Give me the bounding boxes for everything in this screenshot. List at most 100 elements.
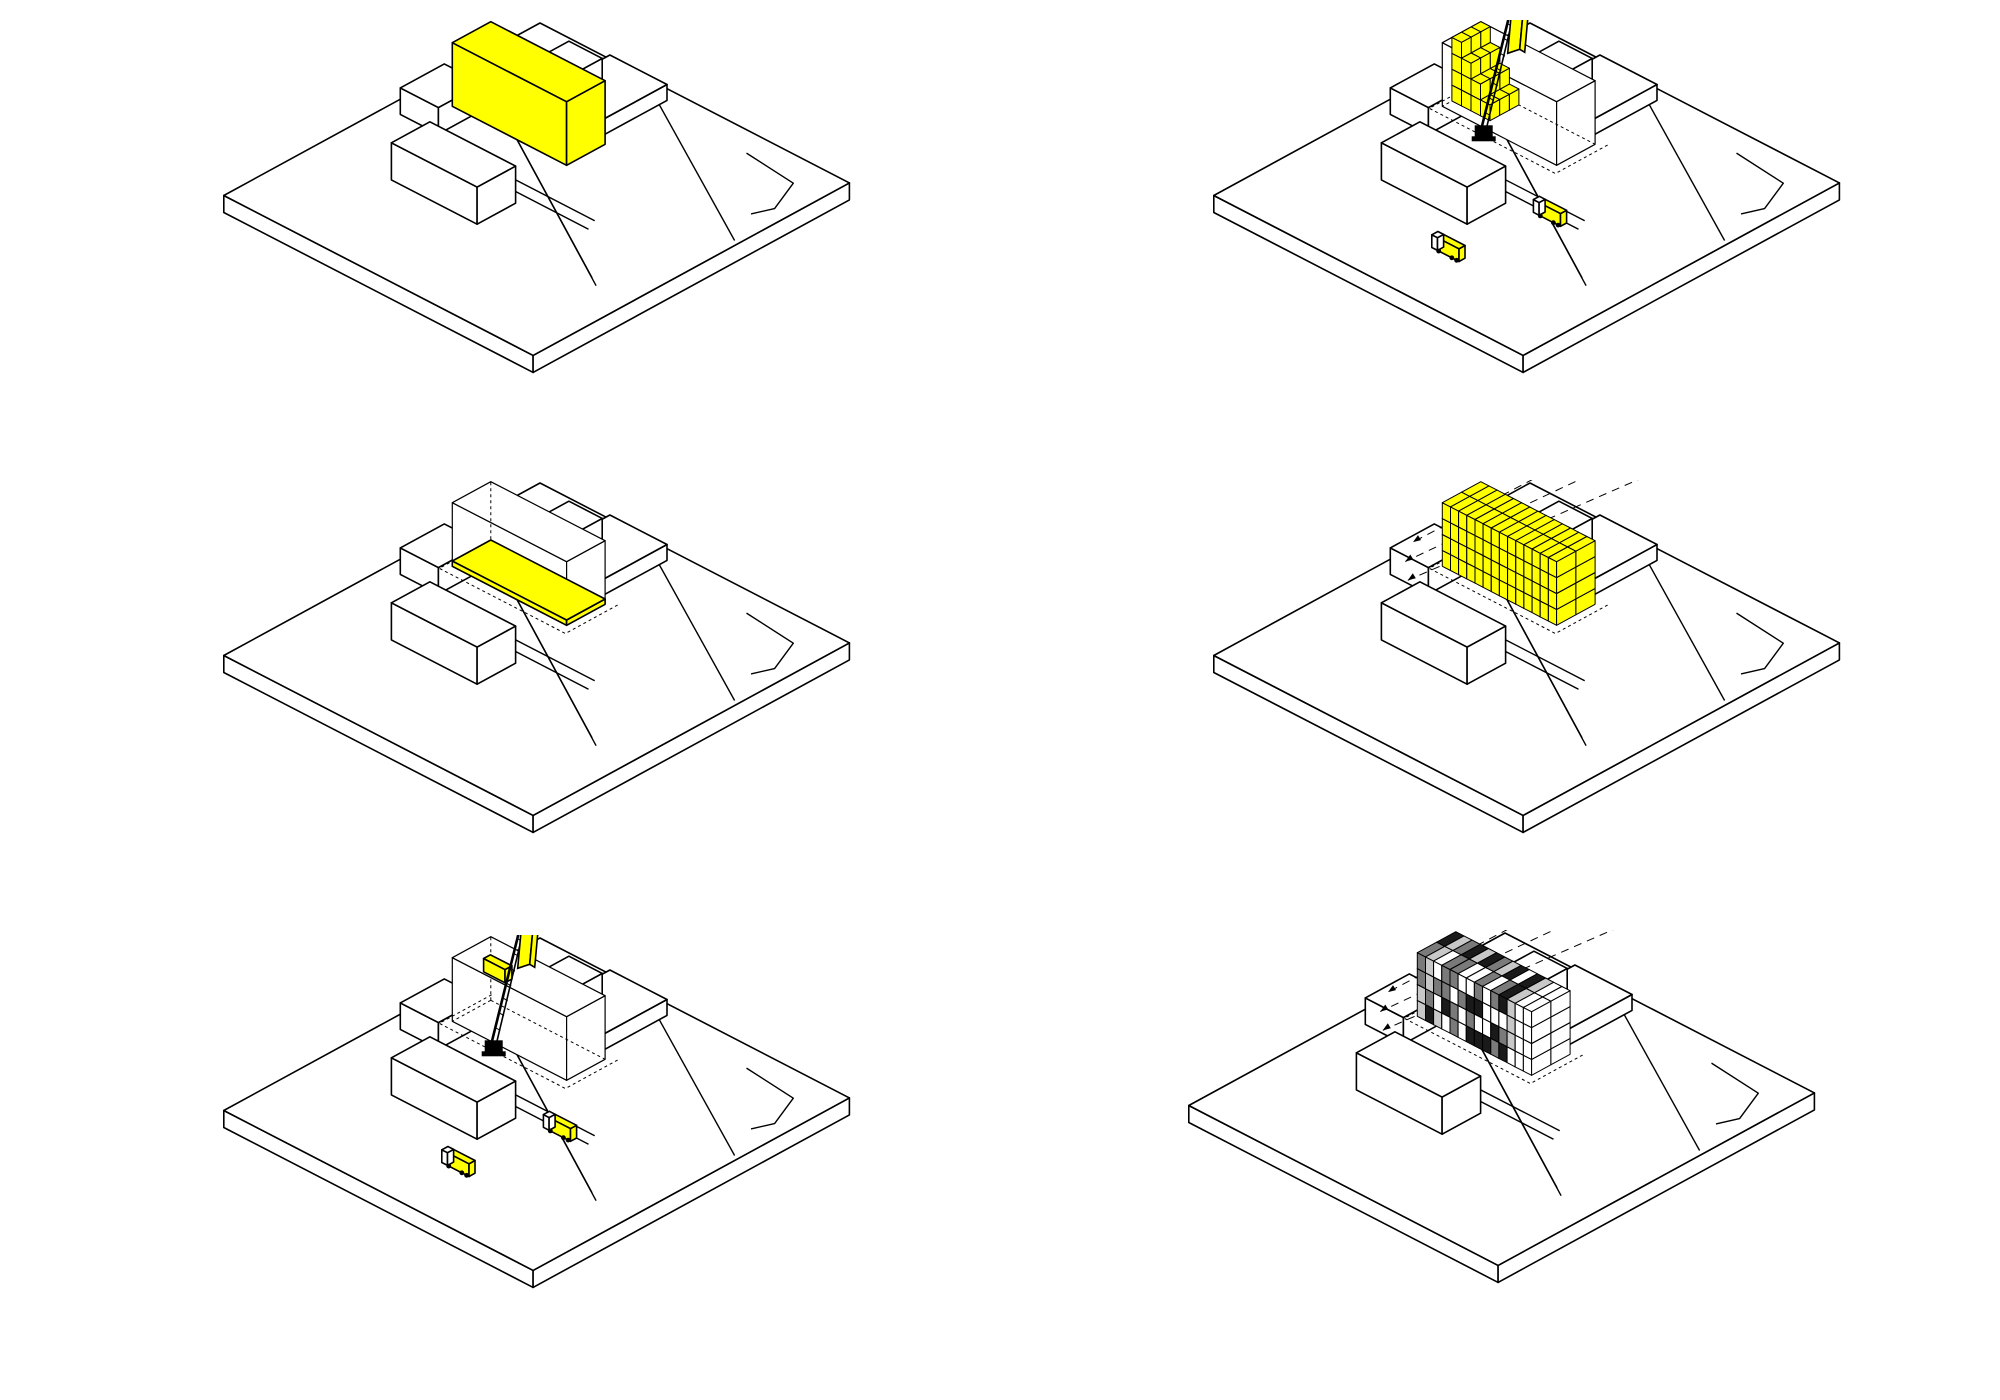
road-edge bbox=[652, 552, 736, 701]
truck-lower-cab bbox=[440, 1145, 455, 1167]
long-front-building-top-face bbox=[390, 121, 517, 188]
projection-arrowhead bbox=[1413, 535, 1421, 543]
crane-tracks bbox=[481, 1051, 506, 1057]
module-unit-top-face bbox=[1522, 996, 1552, 1013]
crane-boom bbox=[495, 935, 524, 1043]
truck-lower bbox=[440, 1145, 476, 1178]
trucks bbox=[440, 1110, 578, 1178]
crane-lattice bbox=[1496, 67, 1502, 72]
road-edge bbox=[1642, 92, 1726, 241]
crane bbox=[481, 935, 524, 1057]
site-slab bbox=[223, 22, 851, 374]
crane-lattice bbox=[1492, 82, 1498, 87]
isometric-axonometric bbox=[223, 481, 851, 834]
isometric-axonometric bbox=[1188, 930, 1816, 1284]
projection-arrowhead bbox=[1405, 554, 1414, 562]
axonometric-panel-5 bbox=[223, 935, 851, 1289]
truck-upper bbox=[1532, 195, 1568, 228]
truck-upper-wheel bbox=[1537, 213, 1543, 219]
site-plate bbox=[223, 22, 851, 374]
stacked-module-top-face bbox=[1480, 94, 1501, 106]
truck-lower bbox=[1430, 230, 1466, 263]
module-unit bbox=[1522, 996, 1552, 1029]
truck-lower-cab-top-face bbox=[440, 1145, 455, 1154]
ground-slab-highlight-top-face bbox=[451, 539, 606, 621]
isometric-axonometric bbox=[223, 20, 851, 374]
truck-upper-cab-top-face bbox=[542, 1110, 556, 1119]
long-front-building bbox=[390, 581, 517, 685]
truck-lower-cab bbox=[1430, 230, 1445, 252]
site-slab-top-face bbox=[223, 482, 851, 817]
long-front-building-top-face bbox=[390, 1036, 517, 1103]
long-front-building bbox=[390, 121, 517, 225]
crane-boom bbox=[490, 935, 520, 1043]
truck-lower-wheel bbox=[1449, 255, 1455, 261]
site-slab-top-face bbox=[1213, 482, 1841, 817]
trucks bbox=[1430, 195, 1568, 263]
isometric-axonometric bbox=[1213, 480, 1841, 834]
site-slab bbox=[223, 937, 851, 1289]
projection-arrowhead bbox=[1380, 1004, 1389, 1012]
site-slab bbox=[1213, 482, 1841, 834]
crane-lattice bbox=[1485, 112, 1491, 116]
site-plate bbox=[223, 937, 851, 1289]
crane-lattice bbox=[1503, 37, 1509, 42]
hanging-module-side bbox=[1518, 20, 1529, 54]
diagram-panel-5 bbox=[70, 935, 970, 1365]
long-front-building bbox=[1380, 121, 1507, 225]
truck-lower-wheel bbox=[1436, 248, 1442, 254]
site-plate bbox=[1188, 932, 1816, 1284]
road-edge bbox=[652, 92, 736, 241]
axonometric-panel-6 bbox=[1188, 930, 1816, 1284]
site-slab-top-face bbox=[223, 22, 851, 357]
site-slab bbox=[1213, 22, 1841, 374]
truck-upper-wheel bbox=[561, 1135, 566, 1141]
isometric-axonometric bbox=[223, 935, 851, 1289]
site-slab-top-face bbox=[1213, 22, 1841, 357]
ground-slab-highlight bbox=[451, 539, 606, 627]
diagram-panel-2 bbox=[1060, 20, 1960, 450]
road-edge bbox=[1642, 552, 1726, 701]
building-volume-highlight-top-face bbox=[451, 20, 606, 103]
site-slab-top-face bbox=[1188, 932, 1816, 1267]
crane-lattice bbox=[509, 967, 516, 972]
truck-upper bbox=[542, 1110, 578, 1143]
truck-lower-wheel bbox=[464, 1172, 469, 1178]
module-pixel bbox=[1416, 931, 1571, 1076]
stacked-module bbox=[1461, 52, 1482, 80]
truck-lower-cab-top-face bbox=[1430, 230, 1445, 239]
diagram-panel-1 bbox=[70, 20, 970, 450]
truck-upper-cab bbox=[1532, 195, 1546, 217]
crane-base bbox=[1474, 125, 1493, 140]
stacked-modules bbox=[1451, 21, 1520, 122]
site-slab-top-face bbox=[223, 937, 851, 1272]
crane-base bbox=[484, 1040, 503, 1055]
placed-module-top-face bbox=[482, 953, 513, 971]
long-front-building bbox=[390, 1036, 517, 1140]
crane-lattice bbox=[506, 982, 512, 987]
projection-arrowhead bbox=[1382, 1023, 1391, 1031]
axonometric-panel-4 bbox=[1213, 480, 1841, 834]
module-unit bbox=[1547, 546, 1577, 579]
road-edge bbox=[1617, 1002, 1701, 1151]
projection-arrowhead bbox=[1407, 573, 1416, 581]
truck-upper-wheel bbox=[1551, 220, 1556, 226]
diagram-panel-4 bbox=[1060, 480, 1960, 910]
parking-outline bbox=[746, 612, 794, 675]
truck-upper-cab bbox=[542, 1110, 556, 1132]
long-front-building-top-face bbox=[390, 581, 517, 648]
site-plate bbox=[223, 482, 851, 834]
crane-lattice bbox=[1499, 52, 1506, 57]
crane-lattice bbox=[502, 997, 508, 1002]
axonometric-panel-3 bbox=[223, 481, 851, 834]
parking-outline bbox=[1711, 1062, 1759, 1125]
diagram-panel-3 bbox=[70, 480, 970, 910]
parking-outline bbox=[746, 152, 794, 215]
parking-outline bbox=[746, 1067, 794, 1130]
truck-upper-wheel bbox=[1555, 222, 1561, 228]
truck-upper-wheel bbox=[565, 1137, 571, 1143]
long-front-building bbox=[1380, 581, 1507, 685]
truck-lower-wheel bbox=[1454, 257, 1459, 263]
axonometric-panel-1 bbox=[223, 20, 851, 374]
site-plate bbox=[1213, 22, 1841, 374]
